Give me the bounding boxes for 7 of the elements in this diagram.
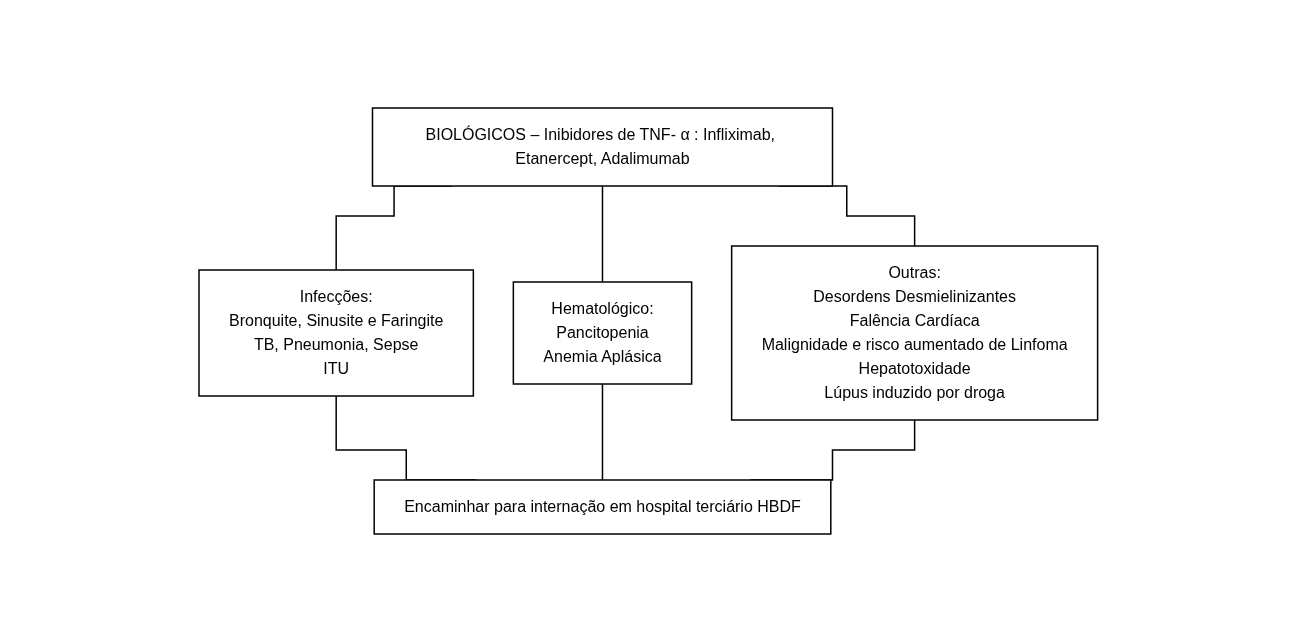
node-box: BIOLÓGICOS – Inibidores de TNF- α : Infliximab, Etanercept, Adalimumab bbox=[371, 107, 833, 187]
node-box: Infecções: Bronquite, Sinusite e Faringite TB, Pneumonia, Sepse ITU bbox=[197, 269, 474, 397]
node-box: Encaminhar para internação em hospital terciário HBDF bbox=[373, 479, 832, 535]
connector bbox=[601, 185, 603, 283]
connector bbox=[601, 383, 603, 481]
node-box: Hematológico: Pancitopenia Anemia Aplásica bbox=[512, 281, 693, 385]
node-box: Outras: Desordens Desmielinizantes Falência Cardíaca Malignidade e risco aumentado de Linfoma Hepatotoxidade Lúpus induzido por droga bbox=[730, 245, 1099, 421]
